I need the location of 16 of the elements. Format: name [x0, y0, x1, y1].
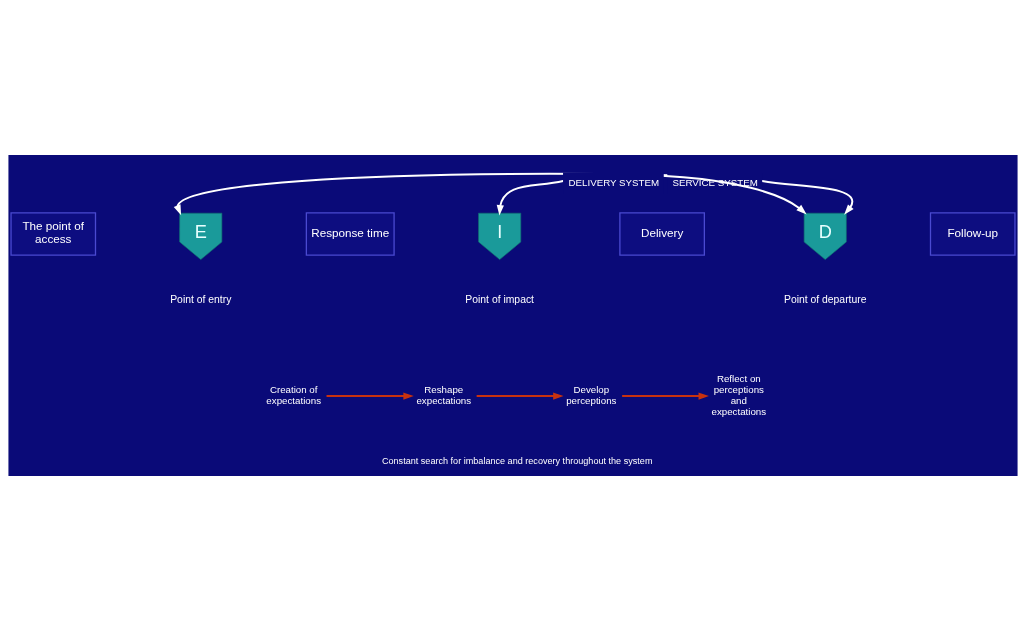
node-text: Reshape expectations — [416, 383, 472, 406]
node-text: Creation of expectations — [266, 383, 322, 406]
edge-label: DELIVERY SYSTEM — [568, 176, 660, 188]
node-label: Point of impact — [465, 294, 534, 306]
node-text: Develop perceptions — [566, 383, 617, 406]
node-label: Point of departure — [783, 294, 867, 306]
arrow — [621, 392, 709, 400]
node-box: Delivery — [619, 212, 705, 256]
node-box: Follow-up — [929, 212, 1016, 256]
node-box: The point of access — [10, 212, 97, 256]
node-label: Point of entry — [170, 294, 232, 306]
arrow — [325, 392, 414, 400]
label: Constant search for imbalance and recovery throughout the system — [381, 456, 653, 467]
node-text: Reflect on perceptions and expectations — [711, 372, 767, 417]
node-box: Response time — [305, 212, 395, 256]
arrow — [475, 392, 564, 400]
